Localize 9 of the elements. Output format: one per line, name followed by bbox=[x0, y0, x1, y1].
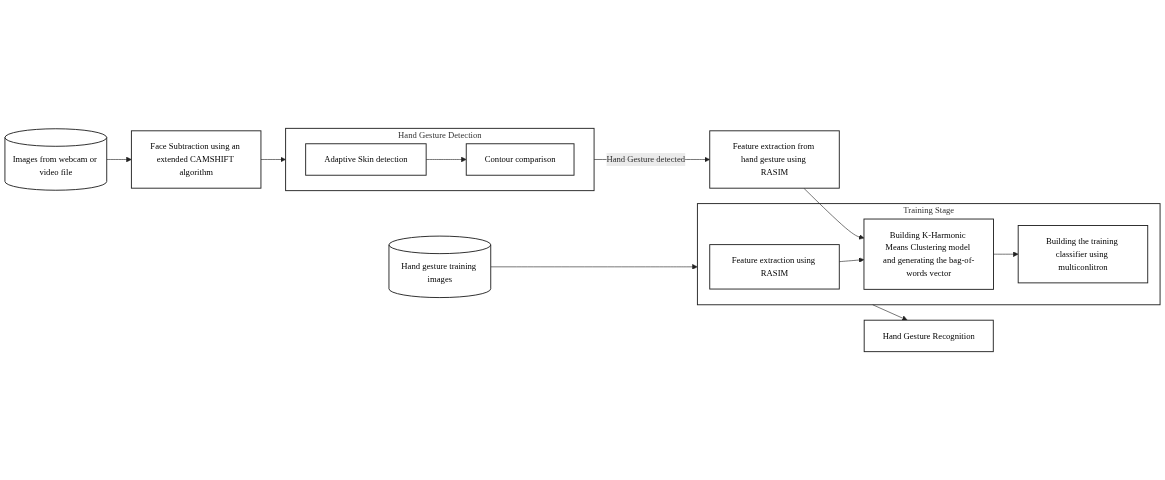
node-box: Face Subtraction using an extended CAMSHIFT algorithm bbox=[130, 130, 262, 189]
node-box: Hand Gesture Recognition bbox=[863, 319, 994, 353]
edge-label: Hand Gesture detected bbox=[606, 154, 686, 165]
node-box: Adaptive Skin detection bbox=[305, 143, 427, 176]
node-box: Feature extraction from hand gesture using RASIM bbox=[709, 130, 840, 189]
node-box: Contour comparison bbox=[465, 143, 575, 176]
node-box: Feature extraction using RASIM bbox=[709, 244, 840, 290]
node-box: Building the training classifier using multiconlitron bbox=[1017, 225, 1149, 284]
node-box: Building K-Harmonic Means Clustering model and generating the bag-of-words vector bbox=[863, 218, 994, 290]
